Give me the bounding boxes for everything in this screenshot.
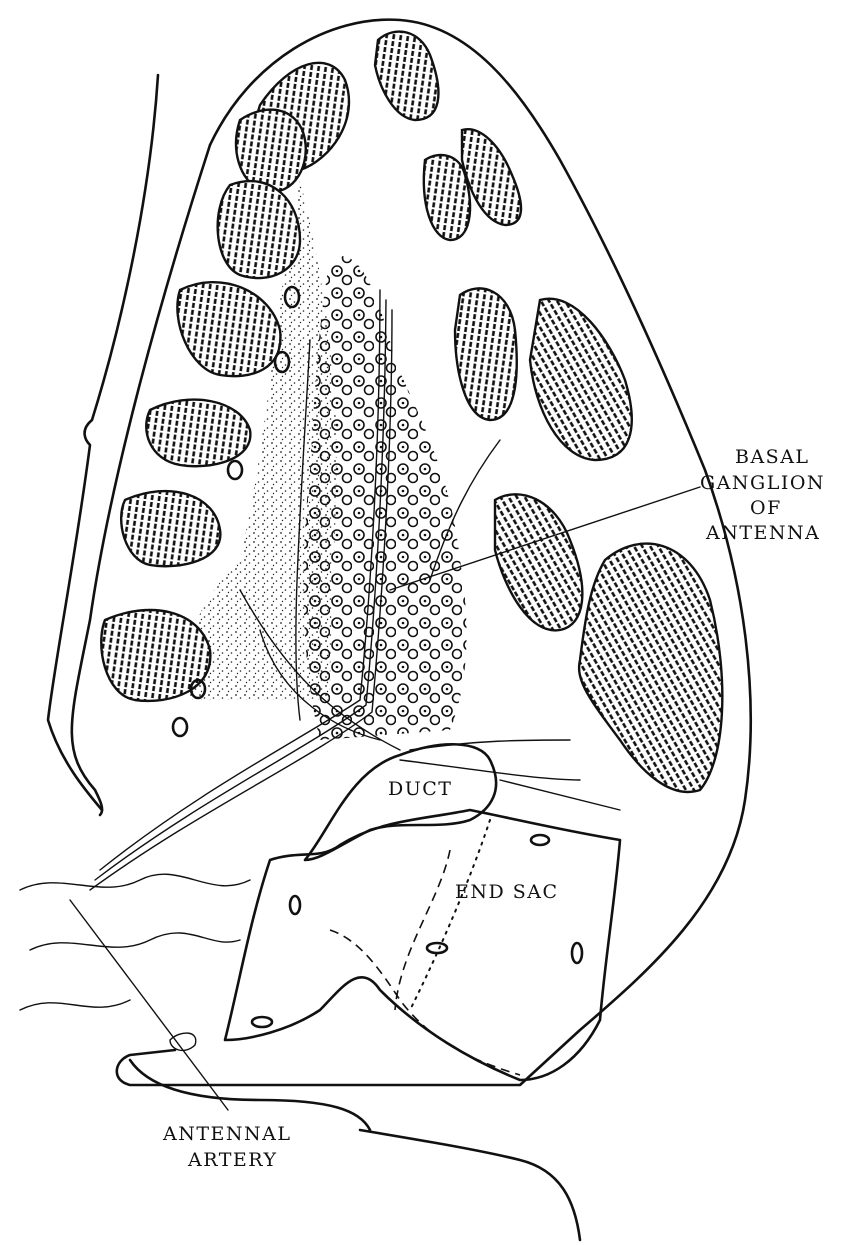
label-antennal: ANTENNAL (162, 1123, 291, 1145)
label-duct: DUCT (388, 778, 452, 800)
muscle-bundle (218, 181, 300, 278)
label-artery: ARTERY (187, 1149, 278, 1171)
duct (305, 744, 496, 860)
membrane-tail (360, 1130, 580, 1240)
ganglion-cells (303, 256, 466, 740)
label-of: OF (750, 497, 782, 519)
muscle-bundle (375, 32, 438, 120)
label-ganglion: GANGLION (700, 472, 825, 494)
end-sac (225, 810, 620, 1080)
end-sac-nuclei (252, 835, 582, 1027)
muscle-bundle (579, 544, 722, 792)
muscle-bundle (177, 282, 280, 376)
muscle-bundle (146, 400, 250, 467)
label-antenna: ANTENNA (705, 522, 820, 544)
muscle-bundle (455, 288, 517, 420)
outer-membrane (72, 145, 210, 815)
label-basal: BASAL (735, 446, 810, 468)
label-end-sac: END SAC (455, 881, 559, 903)
end-sac-inner-2 (395, 850, 450, 1010)
muscle-bundle (121, 491, 220, 566)
lower-fold (130, 1060, 370, 1130)
muscle-bundle (236, 110, 306, 192)
end-sac-dots (410, 820, 490, 1010)
muscle-bundle (495, 494, 582, 630)
muscle-bundle (530, 299, 632, 460)
end-sac-inner (330, 930, 520, 1075)
muscle-bundle (101, 610, 210, 701)
